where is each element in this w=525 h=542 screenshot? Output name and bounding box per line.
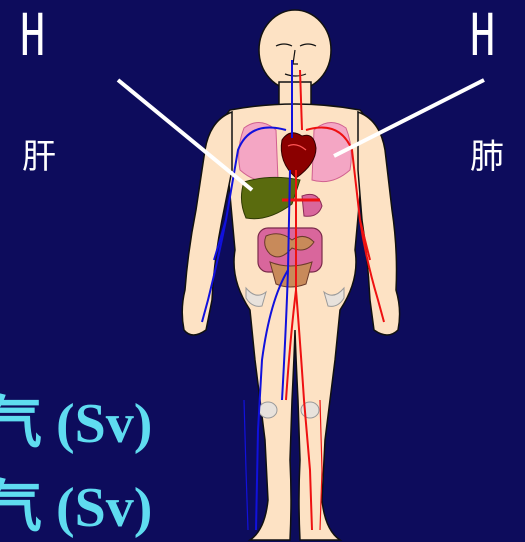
liver-label: 肝 xyxy=(22,140,56,174)
h-label-right: H xyxy=(470,6,495,64)
sv-line-2: 气 (Sv) xyxy=(0,480,152,536)
sv-line-1: 气 (Sv) xyxy=(0,396,152,452)
lung-label: 肺 xyxy=(470,140,504,174)
h-label-left: H xyxy=(20,6,45,64)
